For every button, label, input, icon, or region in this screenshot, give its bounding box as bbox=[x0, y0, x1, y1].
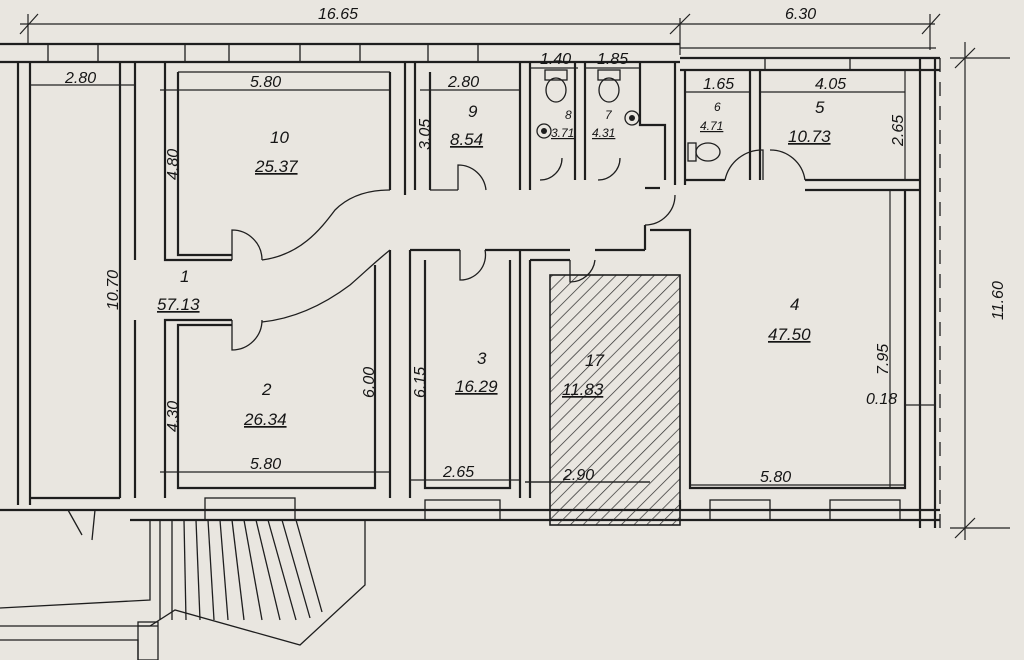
dim-2-65-room5: 2.65 bbox=[890, 115, 907, 147]
room-8-area: 3.71 bbox=[551, 126, 574, 140]
dim-5-80-room2: 5.80 bbox=[250, 456, 281, 473]
width-right-label: 6.30 bbox=[785, 6, 816, 23]
width-left-label: 16.65 bbox=[318, 6, 358, 23]
room-17-number: 17 bbox=[585, 351, 604, 370]
dim-2-90: 2.90 bbox=[562, 467, 594, 484]
dim-7-95: 7.95 bbox=[875, 344, 892, 375]
doors bbox=[67, 149, 806, 541]
room-5-number: 5 bbox=[815, 98, 825, 117]
dimension-labels: 2.80 5.80 2.80 1.40 1.85 1.65 4.05 4.80 … bbox=[64, 51, 907, 486]
room-3-number: 3 bbox=[477, 349, 487, 368]
room-6-area: 4.71 bbox=[700, 119, 723, 133]
dim-5-80-top: 5.80 bbox=[250, 74, 281, 91]
dim-4-30: 4.30 bbox=[165, 401, 182, 432]
room-9-area: 8.54 bbox=[450, 130, 483, 149]
room-9-number: 9 bbox=[468, 102, 478, 121]
room-5-area: 10.73 bbox=[788, 127, 831, 146]
room-1-area: 57.13 bbox=[157, 295, 200, 314]
room-8-number: 8 bbox=[565, 108, 572, 122]
dim-5-80-room4: 5.80 bbox=[760, 469, 791, 486]
dim-3-05: 3.05 bbox=[417, 119, 434, 150]
dim-4-05: 4.05 bbox=[815, 76, 846, 93]
dim-2-65-room3: 2.65 bbox=[442, 464, 474, 481]
room-6-number: 6 bbox=[714, 100, 721, 114]
room-4-area: 47.50 bbox=[768, 325, 811, 344]
dim-2-80-left: 2.80 bbox=[64, 70, 96, 87]
room-7-area: 4.31 bbox=[592, 126, 615, 140]
room-10-number: 10 bbox=[270, 128, 289, 147]
dim-1-85: 1.85 bbox=[597, 51, 628, 68]
entrance-stairs bbox=[0, 519, 366, 660]
overall-dimensions bbox=[19, 13, 1010, 540]
dim-2-80-room9: 2.80 bbox=[447, 74, 479, 91]
room-4-number: 4 bbox=[790, 295, 799, 314]
dim-4-80: 4.80 bbox=[165, 149, 182, 180]
dim-1-65: 1.65 bbox=[703, 76, 734, 93]
fixtures bbox=[536, 69, 721, 162]
dim-0-18: 0.18 bbox=[866, 391, 897, 408]
room-7-number: 7 bbox=[605, 108, 613, 122]
height-label: 11.60 bbox=[990, 281, 1007, 320]
dim-10-70: 10.70 bbox=[105, 270, 122, 310]
room-labels: 10 25.37 9 8.54 8 3.71 7 4.31 6 4.71 5 1… bbox=[157, 98, 831, 429]
room-10-area: 25.37 bbox=[254, 157, 298, 176]
dim-6-15: 6.15 bbox=[412, 367, 429, 398]
dim-1-40: 1.40 bbox=[540, 51, 571, 68]
dim-6-00: 6.00 bbox=[361, 367, 378, 398]
room-2-number: 2 bbox=[261, 380, 272, 399]
walls bbox=[0, 42, 941, 528]
room-3-area: 16.29 bbox=[455, 377, 498, 396]
room-2-area: 26.34 bbox=[243, 410, 287, 429]
interior-dimension-lines bbox=[30, 62, 935, 498]
room-1-number: 1 bbox=[180, 267, 189, 286]
room-17-area: 11.83 bbox=[562, 380, 604, 399]
